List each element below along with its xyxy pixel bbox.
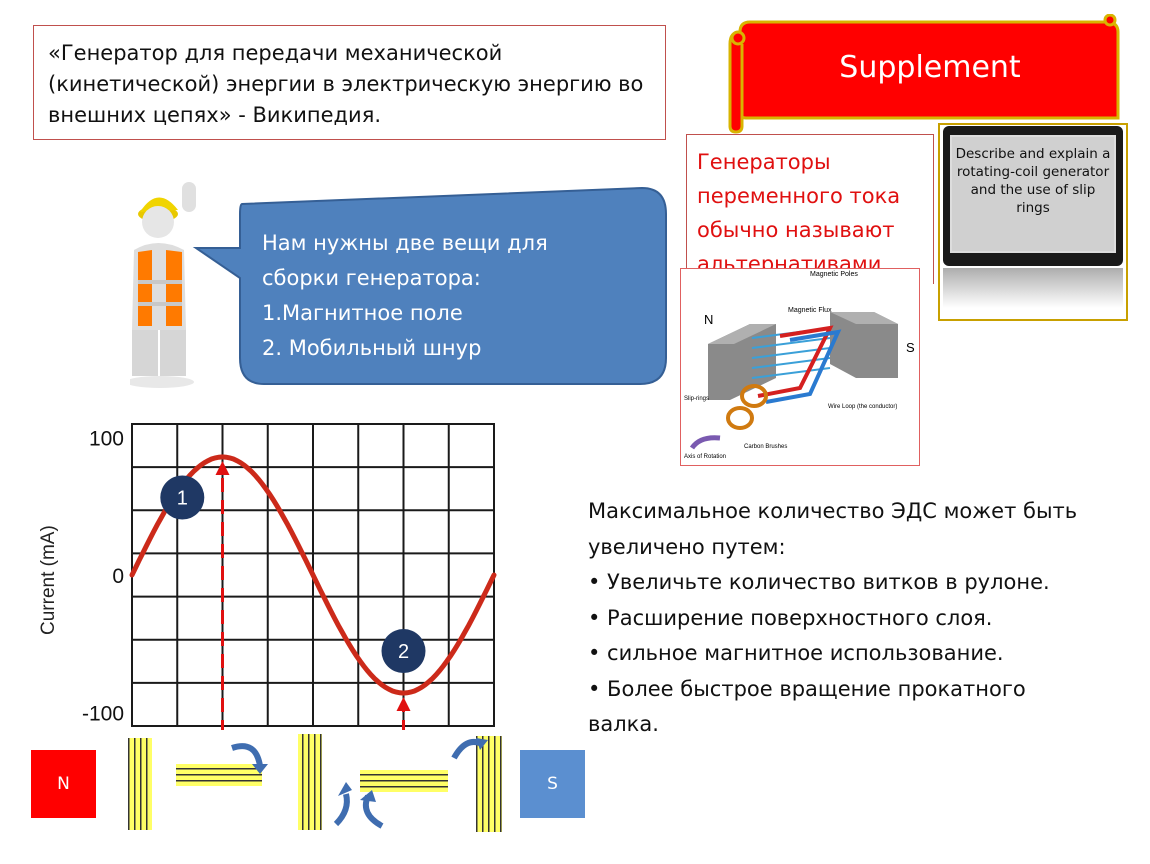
coil-horizontal <box>176 764 262 786</box>
coil-rotation-diagram <box>128 734 502 832</box>
worker-figure <box>130 182 196 388</box>
quote-box: «Генератор для передачи механической (ки… <box>33 25 666 140</box>
speech-line: Нам нужны две вещи для <box>262 231 548 255</box>
coil-horizontal <box>360 770 448 792</box>
rotation-arrowhead-icon <box>252 738 488 802</box>
chart-arrows <box>215 460 411 730</box>
chart-marker-label: 1 <box>177 487 188 509</box>
speech-line: сборки генератора: <box>262 266 481 290</box>
emf-intro-line: увеличено путем: <box>588 534 786 559</box>
coil-vertical <box>128 738 152 830</box>
chart-y-tick-label: 0 <box>112 565 124 588</box>
ac-generator-note: Генераторы переменного тока обычно назыв… <box>686 134 934 284</box>
chart-series-line <box>129 454 497 696</box>
chart-arrowhead <box>215 460 230 475</box>
magnet-north: N <box>31 750 96 818</box>
diagram-flux-label: Magnetic Flux <box>788 307 832 314</box>
diagram-slip-rings-label: Slip-rings <box>684 396 709 402</box>
tablet-text: Describe and explain a rotating-coil gen… <box>955 146 1111 216</box>
magnet-south: S <box>520 750 585 818</box>
speech-line: 2. Мобильный шнур <box>262 336 482 360</box>
emf-bullet: • Увеличьте количество витков в рулоне. <box>588 570 1050 594</box>
emf-bullet: • Расширение поверхностного слоя. <box>588 605 993 630</box>
tablet-icon <box>938 123 1128 321</box>
chart-arrowhead <box>396 697 411 712</box>
chart-marker-badge <box>381 629 426 674</box>
emf-bullet: • сильное магнитное использование. <box>588 641 1004 665</box>
diagram-wire-loop-label: Wire Loop (the conductor) <box>828 404 897 410</box>
diagram-title: Magnetic Poles <box>810 271 858 278</box>
chart-marker-label: 2 <box>398 641 409 663</box>
chart-y-tick-label: -100 <box>82 702 124 725</box>
emf-bullet: • Более быстрое вращение прокатного <box>588 676 1026 701</box>
diagram-north-label: N <box>704 312 713 327</box>
emf-intro-line: Максимальное количество ЭДС может быть <box>588 499 1078 523</box>
chart-marker-badge <box>160 475 205 520</box>
diagram-brushes-label: Carbon Brushes <box>744 444 787 450</box>
speech-bubble-text: Нам нужны две вещи для сборки генератора… <box>262 226 642 366</box>
speech-line: 1.Магнитное поле <box>262 301 463 325</box>
emf-bullet: валка. <box>588 712 659 736</box>
chart-y-tick-label: 100 <box>89 428 124 451</box>
diagram-axis-label: Axis of Rotation <box>684 454 726 460</box>
emf-text-block: Максимальное количество ЭДС может быть у… <box>588 494 1133 743</box>
speech-bubble-scene <box>130 182 667 388</box>
chart-markers: 12 <box>160 475 426 674</box>
supplement-label: Supplement <box>839 50 1021 85</box>
chart-ticks: 100 0 -100 <box>82 428 124 726</box>
coil-vertical <box>476 736 502 832</box>
supplement-banner <box>728 14 1120 134</box>
diagram-south-label: S <box>906 340 915 355</box>
coil-vertical <box>298 734 322 830</box>
speech-bubble <box>192 186 667 385</box>
chart-y-axis-label: Current (mA) <box>38 525 59 635</box>
generator-diagram: Magnetic Poles Magnetic Flux N S Slip-ri… <box>680 268 920 466</box>
